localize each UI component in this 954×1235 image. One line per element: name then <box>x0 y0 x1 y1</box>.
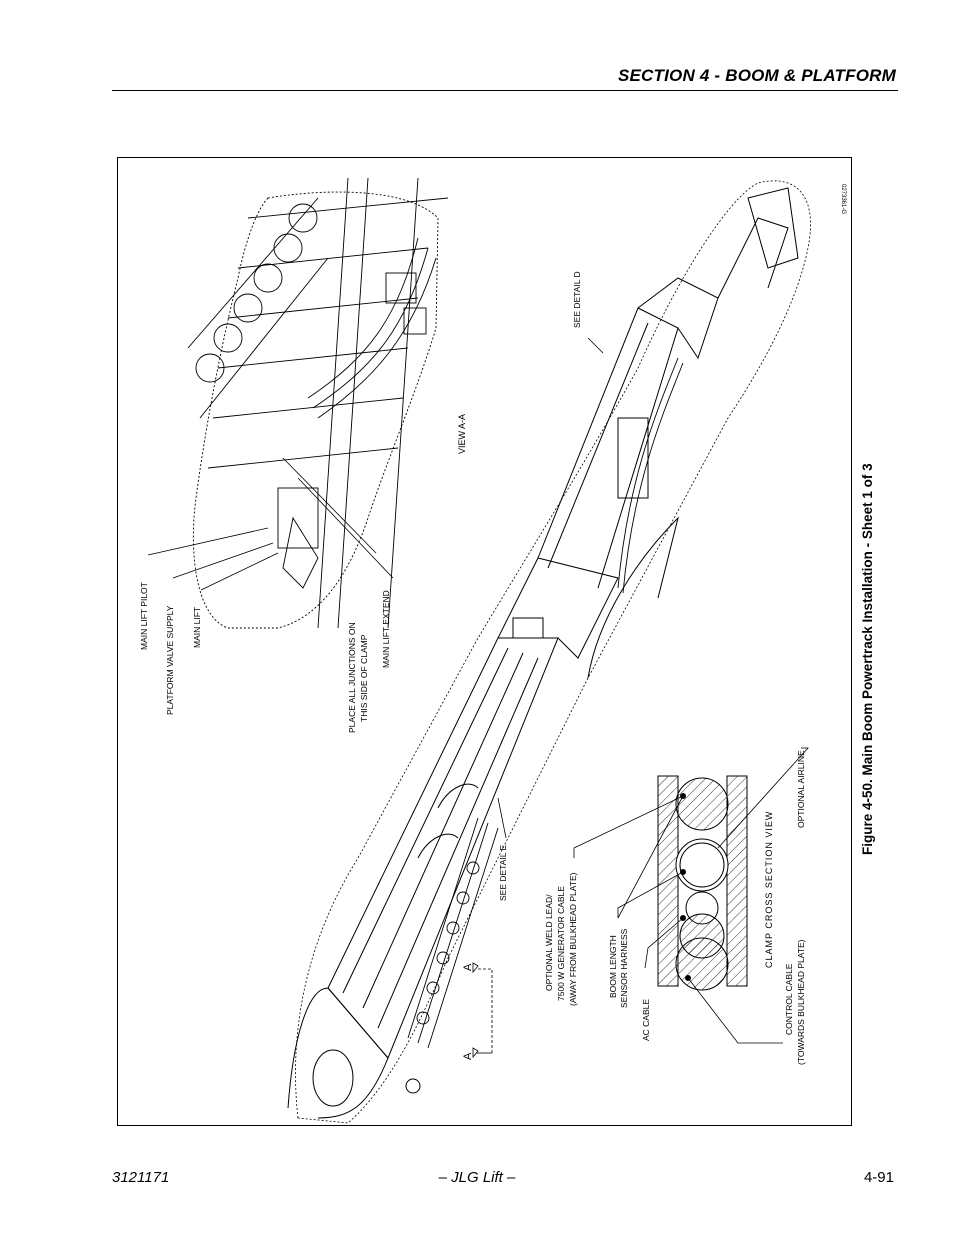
callout-view-aa: VIEW A-A <box>457 414 467 454</box>
footer-publisher: – JLG Lift – <box>438 1169 516 1186</box>
footer-page-number: 4-91 <box>863 1169 894 1186</box>
figure-caption: Figure 4-50. Main Boom Powertrack Instal… <box>860 463 875 855</box>
callout-platform-valve-supply: PLATFORM VALVE SUPPLY <box>165 605 175 715</box>
clamp-callouts <box>573 747 809 1044</box>
upper-callout-text: MAIN LIFT PILOT PLATFORM VALVE SUPPLY MA… <box>139 582 391 733</box>
callout-control-cable-1: CONTROL CABLE <box>784 963 794 1035</box>
callout-section-a-bottom: A <box>462 1052 474 1060</box>
upper-callouts <box>147 457 394 591</box>
callout-main-lift-pilot: MAIN LIFT PILOT <box>139 582 149 650</box>
powertrack-chain <box>407 357 684 1049</box>
figure-frame: 0273361-G VIEW A-A MAIN LIFT PILOT <box>117 157 852 1126</box>
callout-weld-1: OPTIONAL WELD LEAD/ <box>544 894 554 991</box>
section-title: SECTION 4 - BOOM & PLATFORM <box>617 66 896 85</box>
callout-weld-2: 7500 W GENERATOR CABLE <box>556 886 566 1001</box>
boom-envelope <box>295 180 811 1124</box>
detail-e-leader <box>497 797 507 839</box>
footer-doc-number: 3121171 <box>112 1169 170 1186</box>
detail-d-leader <box>587 337 604 354</box>
callout-see-detail-d: SEE DETAIL D <box>572 271 582 328</box>
boom-powertrack-drawing: 0273361-G VIEW A-A MAIN LIFT PILOT <box>139 177 846 1124</box>
callout-boom-length-2: SENSOR HARNESS <box>619 928 629 1008</box>
callout-section-a-top: A <box>462 963 474 971</box>
view-aa-detail: VIEW A-A <box>187 177 467 629</box>
callout-main-lift-extend: MAIN LIFT EXTEND <box>381 590 391 668</box>
callout-place-junctions-2: THIS SIDE OF CLAMP <box>359 634 369 722</box>
callout-boom-length-1: BOOM LENGTH <box>608 935 618 998</box>
callout-ac-cable: AC CABLE <box>641 999 651 1041</box>
callout-place-junctions-1: PLACE ALL JUNCTIONS ON <box>347 622 357 733</box>
callout-see-detail-e: SEE DETAIL E <box>498 844 508 901</box>
callout-main-lift: MAIN LIFT <box>192 607 202 648</box>
clamp-cross-section-label: CLAMP CROSS SECTION VIEW <box>764 811 774 968</box>
callout-weld-3: (AWAY FROM BULKHEAD PLATE) <box>568 872 578 1006</box>
main-boom <box>287 187 799 1119</box>
section-a-markers <box>472 962 493 1059</box>
clamp-callout-text: OPTIONAL WELD LEAD/ 7500 W GENERATOR CAB… <box>544 750 806 1065</box>
callout-optional-airline: OPTIONAL AIRLINE <box>796 750 806 828</box>
drawing-number: 0273361-G <box>840 184 846 214</box>
clamp-cross-section <box>657 775 748 991</box>
callout-control-cable-2: (TOWARDS BULKHEAD PLATE) <box>796 939 806 1065</box>
header-rule <box>112 90 898 91</box>
